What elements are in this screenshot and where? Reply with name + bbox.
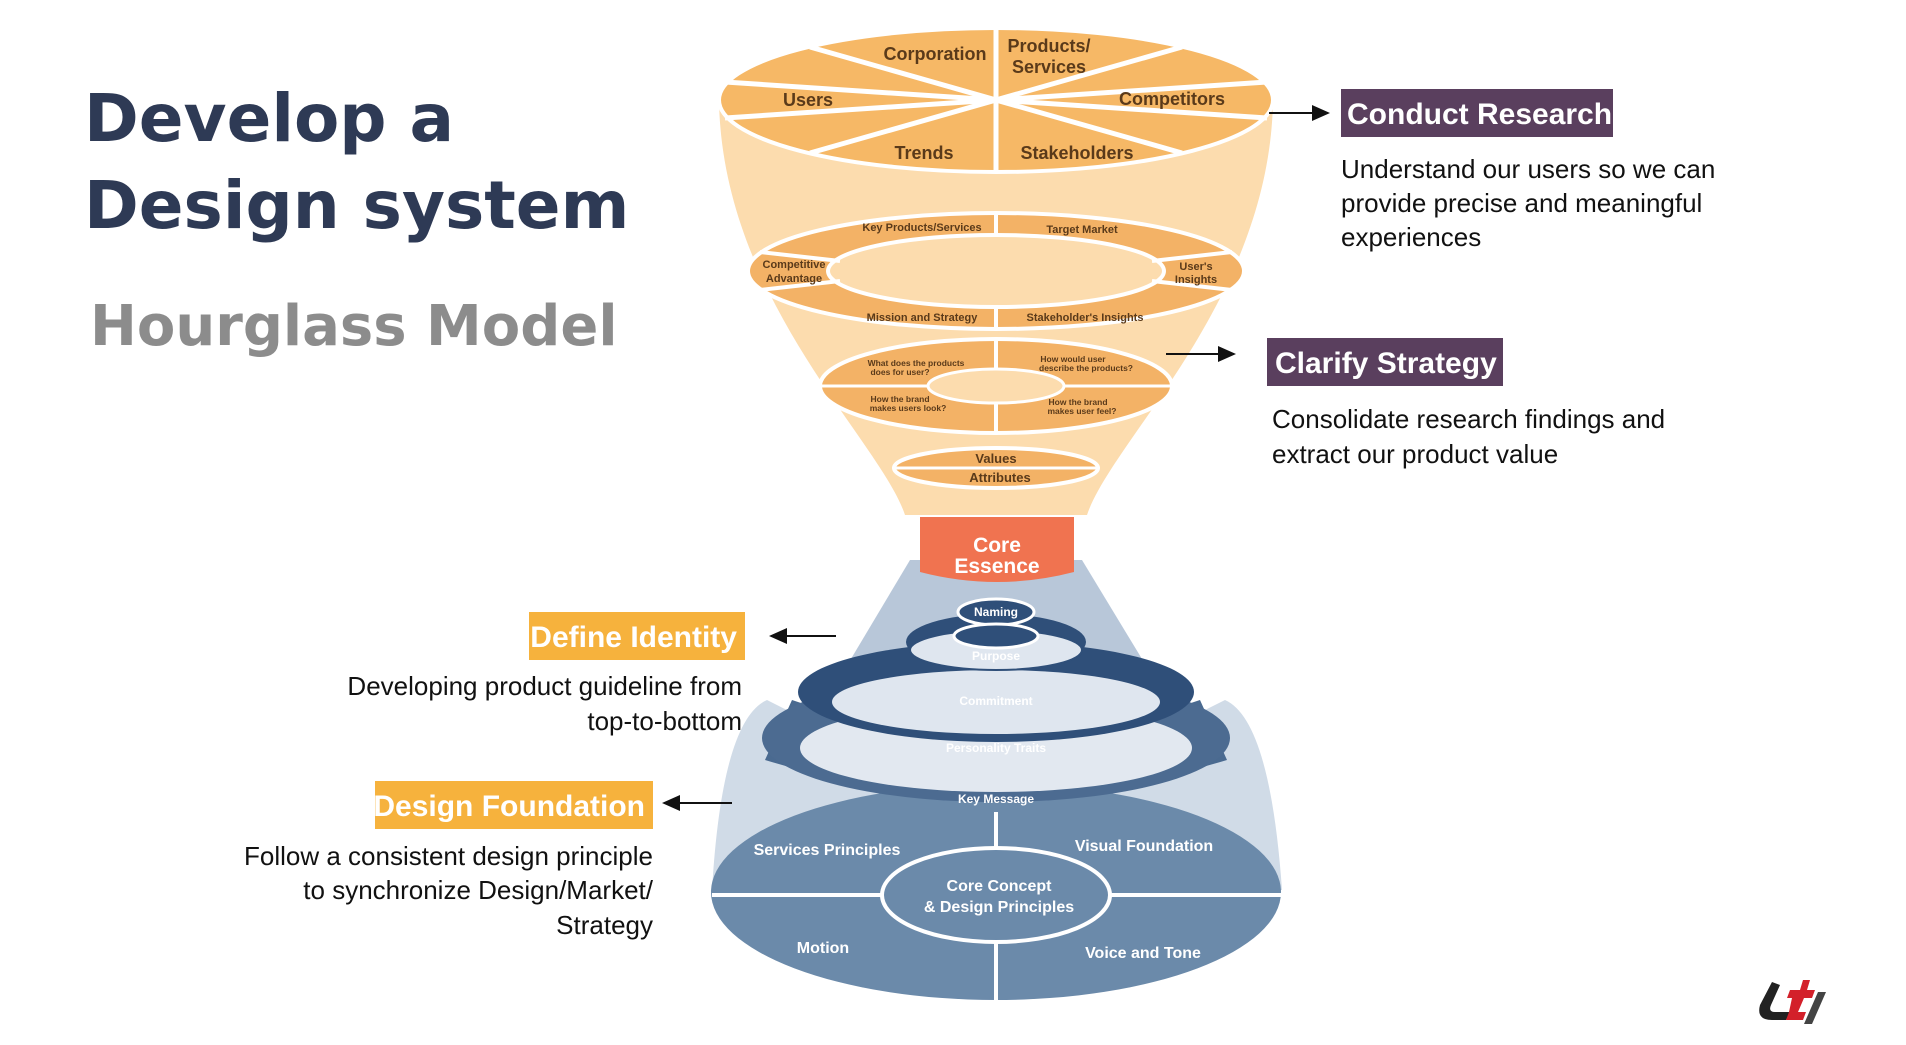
ring2-target-market: Target Market: [1046, 224, 1118, 236]
segment-users: Users: [783, 90, 833, 110]
ring3-q2a: How would user: [1040, 354, 1106, 364]
ring2-mission: Mission and Strategy: [867, 312, 979, 324]
tag-research: Conduct Research: [1347, 98, 1612, 131]
base-motion: Motion: [797, 940, 849, 957]
ring-purpose: Purpose: [972, 649, 1020, 663]
base-voice-tone: Voice and Tone: [1085, 945, 1201, 962]
base-services-principles: Services Principles: [754, 842, 901, 859]
segment-corporation: Corporation: [884, 44, 987, 64]
ring2-competitive: Competitive: [763, 259, 826, 271]
tag-foundation-bg: [375, 781, 653, 829]
tag-foundation: Design Foundation: [373, 790, 645, 823]
tag-identity-bg: [529, 612, 745, 660]
identity-desc-1: Developing product guideline from: [347, 671, 742, 701]
ring-commitment: Commitment: [959, 694, 1032, 708]
ring3-q3b: makes users look?: [870, 403, 947, 413]
core-essence-line2: Essence: [954, 555, 1039, 578]
ring3-q4a: How the brand: [1048, 397, 1107, 407]
research-desc-3: experiences: [1341, 222, 1481, 252]
ring3-q4b: makes user feel?: [1048, 406, 1117, 416]
brand-logo-icon: [1759, 980, 1826, 1024]
title-line-2: Design system: [84, 167, 629, 244]
segment-competitors: Competitors: [1119, 89, 1225, 109]
strategy-desc-1: Consolidate research findings and: [1272, 404, 1665, 434]
ring-personality-traits: Personality Traits: [946, 741, 1046, 755]
core-essence: Core Essence: [920, 517, 1074, 582]
foundation-desc-1: Follow a consistent design principle: [244, 841, 653, 871]
ring2-stakeholders-insights: Stakeholder's Insights: [1027, 312, 1144, 324]
ring4-attributes: Attributes: [969, 470, 1030, 485]
ring-key-message: Key Message: [958, 792, 1034, 806]
segment-stakeholders: Stakeholders: [1020, 143, 1133, 163]
ring3-q1a: What does the products: [868, 358, 965, 368]
ring3-q1b: does for user?: [870, 367, 929, 377]
base-visual-foundation: Visual Foundation: [1075, 838, 1213, 855]
tag-research-bg: [1341, 89, 1613, 137]
ring2-advantage: Advantage: [766, 273, 822, 285]
ring4-values: Values: [975, 451, 1016, 466]
ring3-q3a: How the brand: [870, 394, 929, 404]
segment-trends: Trends: [894, 143, 953, 163]
segment-products: Products/: [1007, 36, 1090, 56]
research-desc-1: Understand our users so we can: [1341, 154, 1715, 184]
research-desc-2: provide precise and meaningful: [1341, 188, 1702, 218]
strategy-desc-2: extract our product value: [1272, 439, 1558, 469]
foundation-desc-3: Strategy: [556, 910, 653, 940]
title-line-1: Develop a: [84, 80, 454, 157]
bottom-cone: Naming Purpose Commitment Personality Tr…: [711, 560, 1282, 1000]
ring-naming: Naming: [974, 605, 1018, 619]
ring2-insights: Insights: [1175, 274, 1217, 286]
identity-desc-2: top-to-bottom: [587, 706, 742, 736]
top-funnel: Corporation Products/ Services Users Com…: [717, 26, 1275, 515]
foundation-desc-2: to synchronize Design/Market/: [303, 875, 653, 905]
core-concept-line1: Core Concept: [947, 878, 1053, 895]
core-essence-line1: Core: [973, 534, 1021, 557]
segment-services: Services: [1012, 57, 1086, 77]
core-concept-line2: & Design Principles: [924, 899, 1074, 916]
tag-identity: Define Identity: [530, 621, 737, 654]
ring3-q2b: describe the products?: [1039, 363, 1133, 373]
subtitle: Hourglass Model: [90, 294, 618, 359]
tag-strategy-bg: [1267, 338, 1503, 386]
tag-strategy: Clarify Strategy: [1275, 347, 1497, 380]
ring2-users: User's: [1179, 261, 1212, 273]
ring2-key-products: Key Products/Services: [862, 222, 981, 234]
